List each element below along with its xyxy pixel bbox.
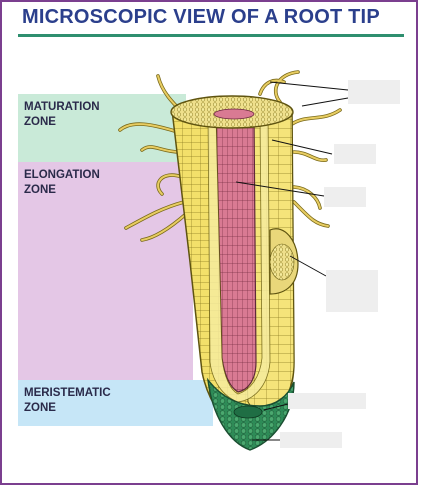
maturation-zone-label: MATURATION ZONE (24, 101, 100, 128)
answer-box-1 (348, 80, 400, 104)
elongation-zone-label: ELONGATION ZONE (24, 169, 100, 196)
apical-meristem (233, 405, 263, 419)
answer-box-5 (288, 393, 366, 409)
answer-box-2 (334, 144, 376, 164)
label-lines (235, 81, 349, 441)
answer-box-3 (324, 187, 366, 207)
page-title: MICROSCOPIC VIEW OF A ROOT TIP (22, 6, 380, 28)
answer-box-4 (326, 270, 378, 312)
meristematic-zone-band: MERISTEMATIC ZONE (18, 380, 213, 426)
meristematic-zone-label: MERISTEMATIC ZONE (24, 387, 111, 414)
title-underline (18, 34, 404, 37)
elongation-zone-band: ELONGATION ZONE (18, 162, 193, 380)
answer-box-6 (280, 432, 342, 448)
